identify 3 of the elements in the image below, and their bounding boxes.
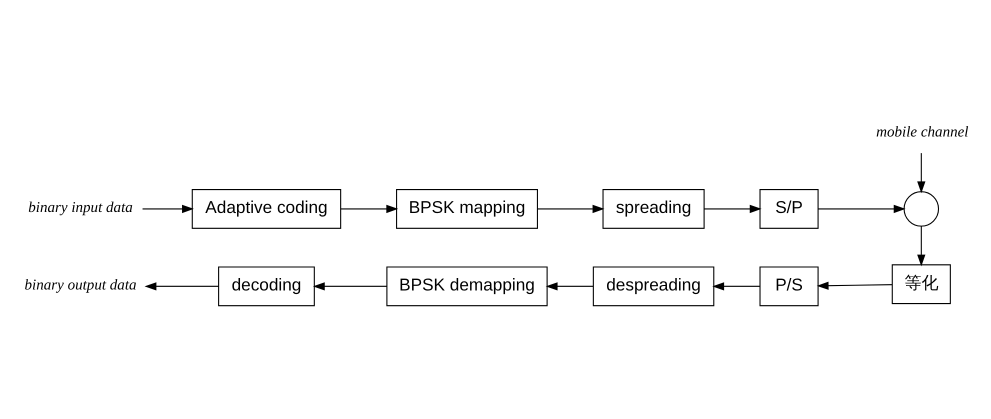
node-text: binary output data <box>24 276 137 293</box>
node-text: mobile channel <box>876 124 969 140</box>
node-text: binary input data <box>28 199 133 216</box>
